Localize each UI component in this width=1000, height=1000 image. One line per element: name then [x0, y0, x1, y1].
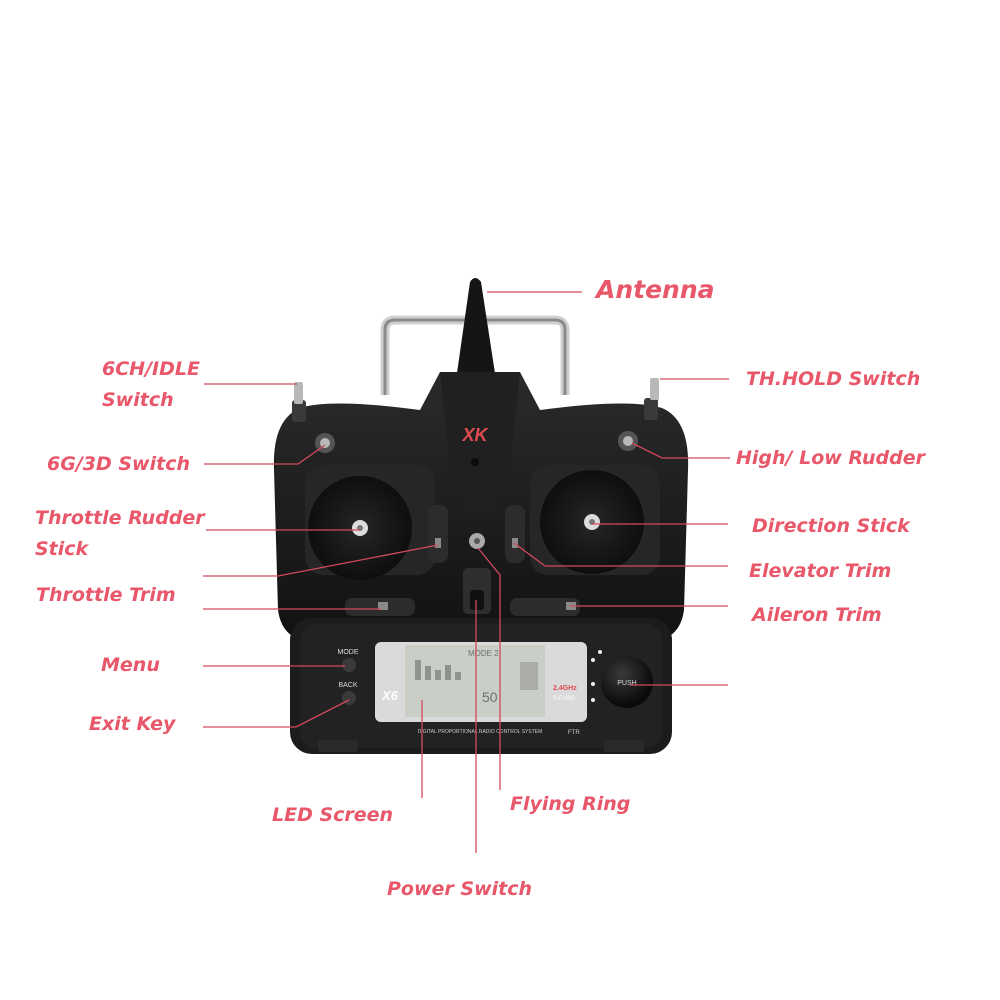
leader-lines	[203, 291, 730, 853]
leader-high-low-rudder	[631, 442, 730, 459]
label-led-screen: LED Screen	[272, 804, 394, 826]
direction-stick[interactable]	[530, 465, 660, 575]
footer-text: DIGITAL PROPORTIONAL RADIO CONTROL SYSTE…	[418, 729, 543, 735]
label-idle-switch-line1: 6CH/IDLE	[102, 358, 200, 380]
label-antenna: Antenna	[596, 275, 715, 304]
label-flying-ring: Flying Ring	[510, 793, 631, 815]
antenna	[456, 278, 496, 380]
flying-ring[interactable]	[469, 533, 485, 549]
mode-button-label: MODE	[338, 649, 359, 656]
high-low-rudder-switch[interactable]	[618, 431, 638, 451]
elevator-trim[interactable]	[505, 505, 525, 563]
push-dial[interactable]	[591, 650, 653, 708]
badge-text: FTR	[568, 730, 580, 736]
label-aileron-trim: Aileron Trim	[752, 604, 882, 626]
label-direction-stick: Direction Stick	[752, 515, 910, 537]
label-elevator-trim: Elevator Trim	[749, 560, 892, 582]
label-high-low-rudder: High/ Low Rudder	[736, 447, 925, 469]
label-throttle-trim: Throttle Trim	[36, 584, 176, 606]
label-th-hold-switch: TH.HOLD Switch	[746, 368, 921, 390]
aileron-trim[interactable]	[510, 598, 580, 616]
label-exit-key: Exit Key	[89, 713, 176, 735]
leader-g3d-switch	[204, 444, 326, 465]
model-name: X6	[381, 688, 399, 703]
label-throttle-rudder-line1: Throttle Rudder	[35, 507, 205, 529]
label-g3d-switch: 6G/3D Switch	[47, 453, 190, 475]
back-button-label: BACK	[338, 682, 357, 689]
label-power-switch: Power Switch	[387, 878, 533, 900]
leader-throttle-trim	[203, 544, 439, 577]
brand-logo: XK	[461, 425, 489, 445]
throttle-rudder-stick[interactable]	[305, 465, 435, 580]
protocol-text: S-FHSS	[553, 696, 575, 702]
leader-elevator-trim	[513, 542, 728, 567]
throttle-trim[interactable]	[428, 505, 448, 563]
leader-exit-key	[203, 699, 350, 728]
lcd-value-text: 50	[482, 689, 498, 705]
led-screen: MODE 2 50	[375, 642, 587, 722]
menu-button[interactable]	[342, 658, 356, 672]
label-throttle-rudder-line2: Stick	[35, 538, 89, 560]
leader-flying-ring	[477, 547, 501, 790]
push-button-label: PUSH	[617, 680, 636, 687]
idle-toggle-switch[interactable]	[292, 382, 306, 422]
th-hold-toggle-switch[interactable]	[644, 378, 659, 420]
label-idle-switch-line2: Switch	[102, 389, 174, 411]
label-menu: Menu	[101, 654, 160, 676]
rudder-trim[interactable]	[345, 598, 415, 616]
power-switch[interactable]	[463, 568, 491, 614]
lcd-mode-text: MODE 2	[468, 649, 499, 658]
band-text: 2.4GHz	[553, 685, 577, 692]
